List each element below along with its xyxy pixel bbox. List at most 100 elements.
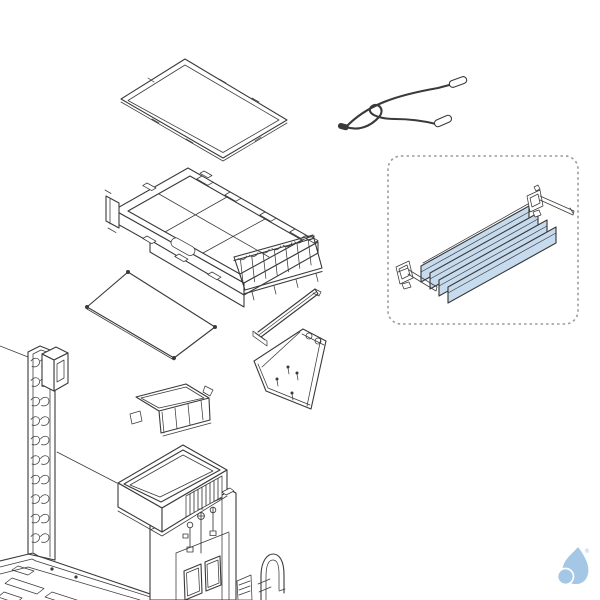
highlighted-baffle-set bbox=[420, 203, 557, 304]
insulation-panel bbox=[85, 270, 217, 361]
manifold-legs bbox=[240, 239, 312, 286]
side-bracket bbox=[236, 574, 253, 600]
corner-rivet bbox=[126, 270, 130, 274]
rail-clip-box-opening bbox=[56, 359, 65, 383]
tray-cutout bbox=[4, 577, 45, 595]
tray-rim-inner bbox=[0, 558, 161, 600]
tray-cutout bbox=[44, 591, 78, 600]
rivet bbox=[275, 377, 279, 381]
tray-boss bbox=[11, 565, 35, 576]
opening-inner bbox=[206, 559, 220, 588]
pipe-outer bbox=[260, 553, 285, 600]
rail-hook bbox=[30, 435, 50, 446]
corner-rivet bbox=[213, 325, 217, 329]
rail-hook bbox=[30, 416, 50, 426]
tray-rim bbox=[0, 552, 169, 600]
rail-hook bbox=[30, 533, 50, 543]
lower-panel-edge bbox=[175, 531, 230, 600]
rivet bbox=[286, 365, 290, 369]
callout-border bbox=[387, 155, 579, 325]
baffle-inner-rim bbox=[140, 386, 205, 409]
baffle-top-lip bbox=[422, 203, 529, 264]
panel-outline bbox=[120, 58, 288, 159]
baffle-channel bbox=[447, 226, 557, 304]
port-icon bbox=[182, 506, 217, 539]
guide-lines bbox=[0, 345, 118, 484]
base-tray bbox=[0, 552, 169, 600]
baffle-fins bbox=[161, 399, 212, 437]
grille-slats bbox=[189, 477, 219, 515]
connector-plug bbox=[337, 122, 349, 131]
bracket-block bbox=[395, 260, 414, 285]
logo-dot-icon bbox=[556, 567, 575, 586]
side-bracket-slots bbox=[238, 580, 251, 596]
heat-cell-tower bbox=[117, 444, 253, 600]
corner-bracket-detail bbox=[104, 189, 117, 233]
tray-stud bbox=[74, 575, 78, 579]
side-clip bbox=[221, 487, 235, 496]
duct-box-rim-inner bbox=[129, 454, 214, 498]
small-baffle bbox=[129, 383, 214, 437]
opening-outline bbox=[204, 555, 222, 592]
panel-thickness-edge bbox=[120, 101, 288, 162]
top-cover-panel bbox=[120, 58, 288, 162]
gusset-screws bbox=[276, 367, 299, 401]
bracket-rail bbox=[407, 269, 438, 292]
baffle-fold bbox=[438, 225, 548, 287]
gusset-plate bbox=[253, 328, 327, 410]
angle-bracket bbox=[252, 288, 322, 347]
bracket-fold bbox=[259, 288, 322, 335]
sensor-icon bbox=[186, 521, 194, 529]
panel-inner-edge bbox=[127, 64, 280, 153]
cable-assembly bbox=[337, 76, 468, 131]
port-icon bbox=[209, 506, 217, 514]
bracket-block bbox=[526, 189, 544, 213]
rail-hook bbox=[30, 474, 50, 485]
corner-rivet bbox=[172, 356, 176, 360]
opening-inner bbox=[186, 567, 200, 597]
rivet bbox=[295, 371, 299, 375]
rail-hook bbox=[30, 455, 50, 465]
rail-clip-box-front bbox=[41, 353, 55, 392]
grid-lines bbox=[158, 193, 270, 258]
bracket-foot bbox=[252, 330, 268, 347]
rail-hook bbox=[30, 494, 50, 504]
rail-hook bbox=[30, 513, 50, 524]
registered-mark: ® bbox=[584, 548, 590, 555]
baffle-fold bbox=[429, 218, 539, 280]
pipe-inner bbox=[265, 559, 286, 600]
part-callout bbox=[387, 155, 579, 325]
valve-icon bbox=[197, 512, 205, 520]
guide-line bbox=[56, 451, 118, 484]
callout-bracket-lower bbox=[395, 260, 438, 292]
corner-bracket bbox=[105, 195, 120, 229]
wire-strand bbox=[344, 103, 438, 130]
gusset-hole bbox=[305, 332, 313, 340]
connector-terminal bbox=[433, 114, 453, 128]
opening-outline bbox=[183, 563, 203, 600]
tray-stud bbox=[50, 567, 54, 571]
baffle-top-face bbox=[135, 383, 210, 412]
duct-box-rim bbox=[123, 449, 221, 503]
siphon-pipe bbox=[257, 553, 286, 600]
manifold-feet bbox=[239, 235, 319, 301]
manifold-arches bbox=[237, 235, 315, 261]
gusset-bracket bbox=[253, 328, 327, 410]
connector-terminal bbox=[448, 76, 468, 88]
baffle-bottom bbox=[158, 397, 211, 434]
rivet bbox=[290, 391, 294, 395]
valve-icon bbox=[197, 508, 205, 554]
wire-strand bbox=[344, 82, 455, 129]
panel-outline bbox=[86, 271, 216, 359]
rail-hook bbox=[30, 396, 50, 407]
baffle-fold bbox=[420, 211, 530, 273]
guide-line bbox=[0, 345, 29, 358]
panel-thickness-edge bbox=[86, 308, 175, 361]
baffle-end-tab bbox=[202, 385, 214, 397]
rail-clip-box-right bbox=[53, 352, 69, 392]
burner-frame-assembly bbox=[104, 167, 323, 308]
rail-edges bbox=[27, 345, 56, 561]
front-panel-icons bbox=[182, 506, 217, 554]
edge-tabs bbox=[142, 235, 222, 281]
